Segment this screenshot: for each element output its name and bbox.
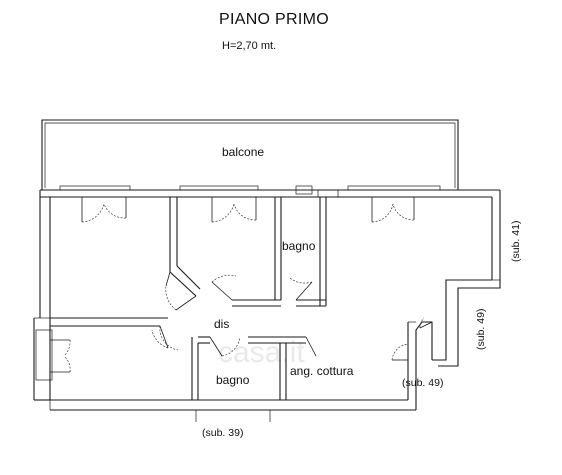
ceiling-height-note: H=2,70 mt. — [222, 40, 277, 52]
window-frames — [35, 185, 441, 381]
plan-title: PIANO PRIMO — [219, 11, 329, 28]
room-label-balcone: balcone — [222, 145, 264, 159]
balcony-door-2 — [211, 197, 257, 223]
neighbor-label-sub41: (sub. 41) — [510, 221, 522, 262]
balcony-door-1 — [81, 197, 127, 223]
neighbor-label-sub39: (sub. 39) — [202, 427, 243, 439]
room-label-dis: dis — [214, 317, 229, 331]
balcony-outline — [41, 119, 459, 190]
side-window-door — [50, 339, 71, 373]
room-label-bagno-upper: bagno — [282, 239, 316, 253]
room-label-ang-cottura: ang. cottura — [290, 364, 354, 378]
room-label-bagno-lower: bagno — [216, 373, 250, 387]
exterior-walls — [33, 189, 501, 411]
balcony-door-3 — [371, 197, 415, 223]
room-doors — [151, 271, 433, 361]
neighbor-label-sub49-vertical: (sub. 49) — [475, 309, 487, 350]
neighbor-label-sub49-horizontal: (sub. 49) — [402, 377, 443, 389]
neighbor-wall-stubs — [195, 410, 271, 422]
interior-walls — [50, 197, 327, 400]
watermark-text: casa.it — [218, 336, 305, 369]
